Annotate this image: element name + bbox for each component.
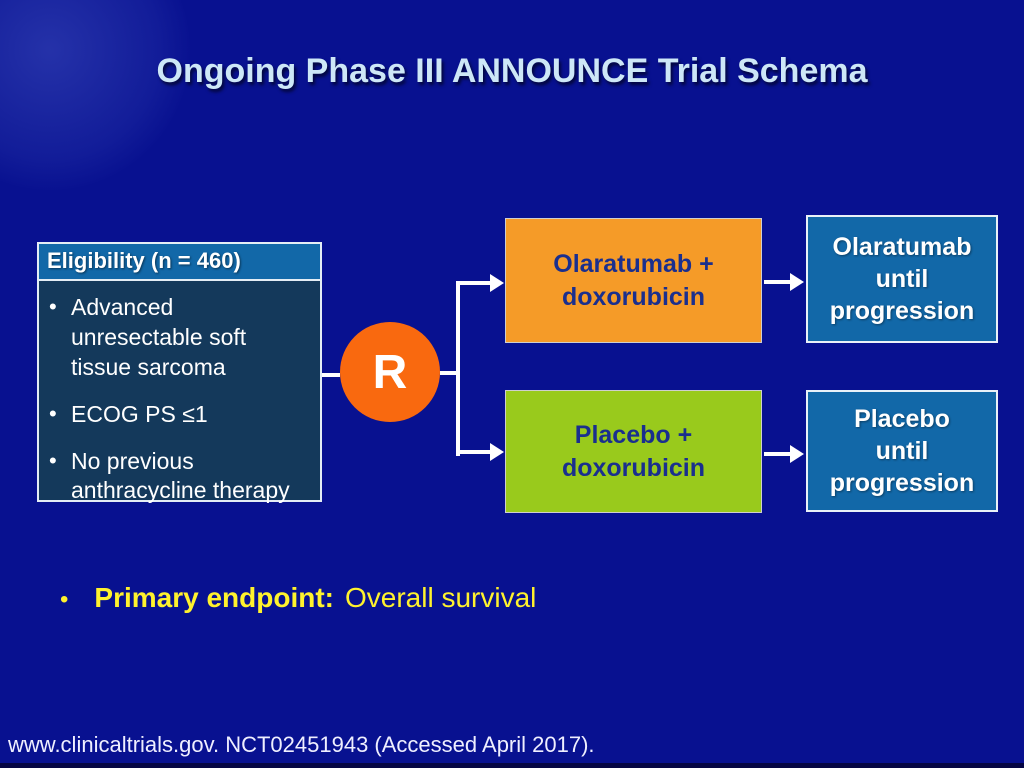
arm1-continuation-line: until: [875, 265, 929, 293]
arm2-treatment-line: Placebo +: [574, 421, 693, 449]
connector-arm2-to-continuation: [764, 452, 792, 456]
arm2-treatment-box: Placebo + doxorubicin: [505, 390, 762, 513]
slide-title: Ongoing Phase III ANNOUNCE Trial Schema: [156, 52, 868, 90]
arm1-treatment-box: Olaratumab + doxorubicin: [505, 218, 762, 343]
bullet-icon: •: [49, 400, 57, 426]
eligibility-body: • Advanced unresectable soft tissue sarc…: [39, 281, 320, 506]
arm1-continuation-line: Olaratumab: [832, 233, 972, 261]
bottom-edge-strip: [0, 763, 1024, 768]
arrow-icon: [490, 443, 504, 461]
connector-eligibility-to-r: [322, 373, 340, 377]
bullet-icon: •: [60, 586, 69, 613]
bullet-icon: •: [49, 294, 57, 319]
eligibility-bullet-text: ECOG PS ≤1: [71, 400, 208, 427]
arrow-icon: [790, 273, 804, 291]
eligibility-bullet-item: • Advanced unresectable soft tissue sarc…: [49, 293, 314, 383]
footer-citation: www.clinicaltrials.gov. NCT02451943 (Acc…: [8, 732, 595, 757]
corner-glow-decoration: [0, 0, 190, 190]
arrow-icon: [490, 274, 504, 292]
arm2-continuation-box: Placebo until progression: [806, 390, 998, 512]
primary-endpoint-label: Primary endpoint:: [94, 582, 334, 613]
arm1-continuation-line: progression: [829, 297, 975, 325]
arm1-treatment-line: Olaratumab +: [553, 250, 714, 278]
eligibility-bullet-item: • No previous anthracycline therapy: [49, 447, 314, 507]
arrow-icon: [790, 445, 804, 463]
arm1-continuation-box: Olaratumab until progression: [806, 215, 998, 343]
randomization-circle: R: [340, 322, 440, 422]
connector-arm1-to-continuation: [764, 280, 792, 284]
arm2-continuation-line: Placebo: [854, 405, 950, 433]
connector-branch-to-arm2: [456, 450, 492, 454]
eligibility-bullet-item: • ECOG PS ≤1: [49, 400, 314, 430]
arm2-continuation-line: progression: [829, 469, 975, 497]
connector-branch-vertical: [456, 281, 460, 456]
primary-endpoint: • Primary endpoint: Overall survival: [60, 582, 536, 614]
connector-branch-to-arm1: [456, 281, 492, 285]
arm1-treatment-line: doxorubicin: [561, 282, 706, 311]
arm2-treatment-line: doxorubicin: [561, 453, 706, 482]
randomization-label: R: [372, 345, 408, 399]
eligibility-box: Eligibility (n = 460) • Advanced unresec…: [37, 242, 322, 503]
bullet-icon: •: [49, 447, 57, 473]
eligibility-bullet-text: No previous anthracycline therapy: [71, 447, 290, 504]
arm2-continuation-line: until: [875, 437, 929, 465]
primary-endpoint-value: Overall survival: [345, 582, 537, 613]
connector-r-to-branch: [440, 371, 458, 375]
eligibility-header: Eligibility (n = 460): [39, 244, 320, 281]
eligibility-bullet-text: Advanced unresectable soft tissue sarcom…: [71, 294, 247, 380]
